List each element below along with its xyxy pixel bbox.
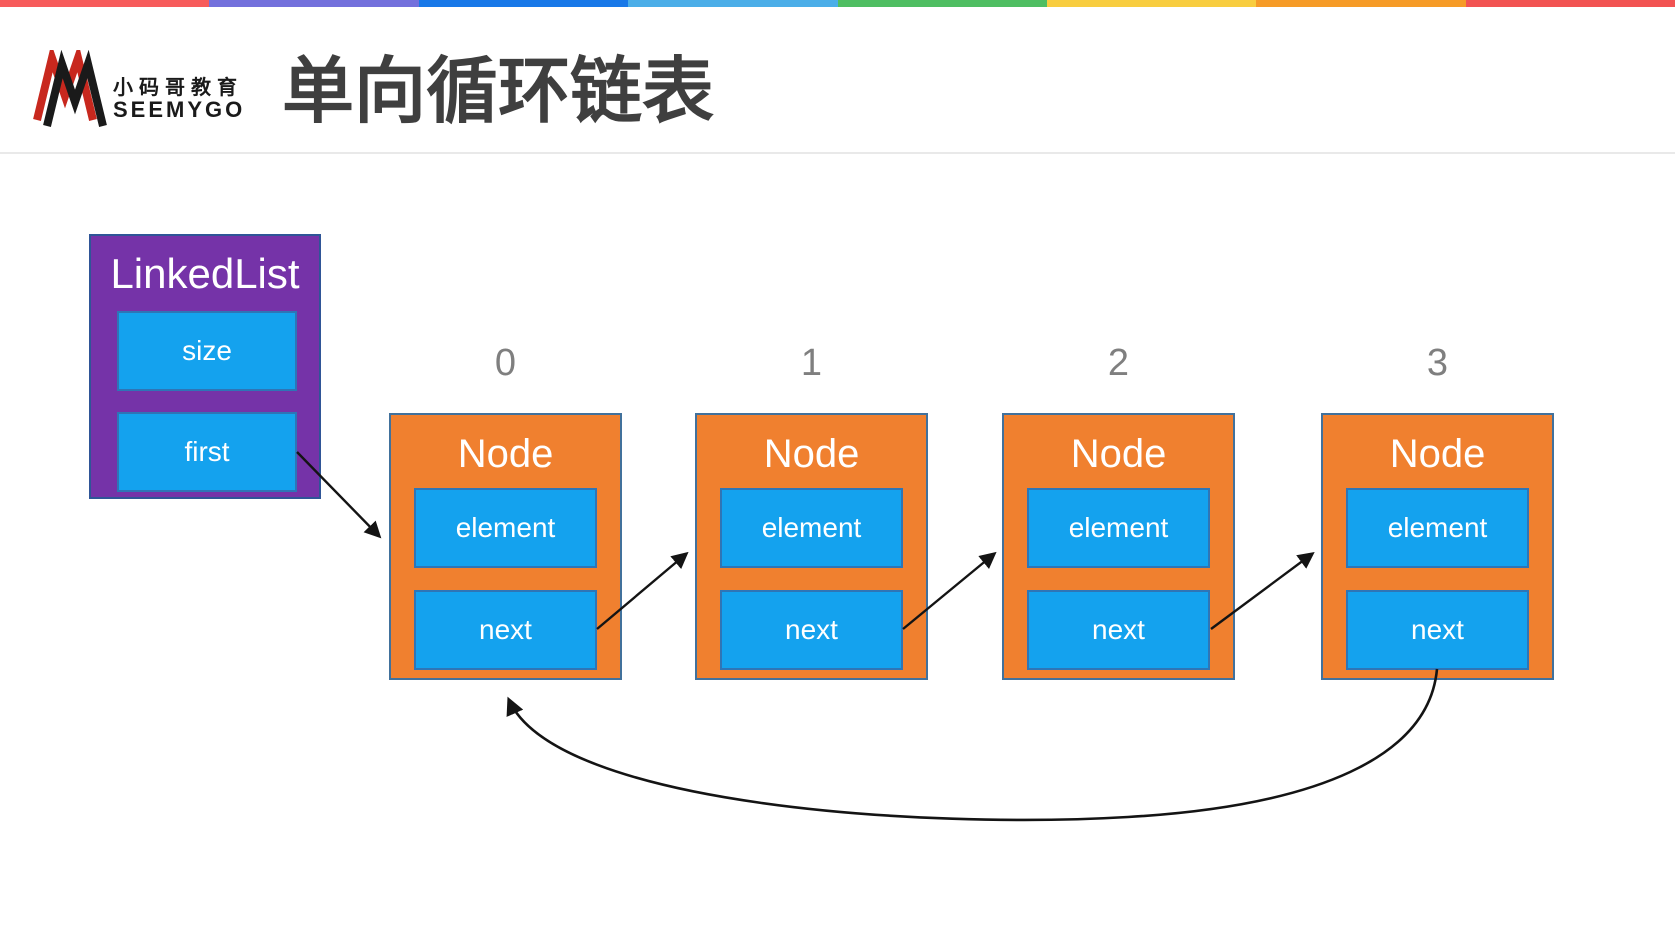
header-divider — [0, 152, 1675, 154]
first-field: first — [117, 412, 297, 492]
stripe-segment — [0, 0, 210, 7]
node-index-label-1: 1 — [800, 342, 823, 384]
node-title: Node — [457, 432, 554, 476]
stripe-segment — [1046, 0, 1257, 7]
stripe-segment — [1256, 0, 1466, 7]
next-field: next — [720, 590, 903, 670]
seemygo-m-logo-icon — [33, 50, 107, 127]
node-box-2: Node element next — [1002, 413, 1235, 680]
node-index-label-3: 3 — [1426, 342, 1449, 384]
stripe-segment — [628, 0, 838, 7]
top-rainbow-stripe — [0, 0, 1675, 7]
next-field: next — [1027, 590, 1210, 670]
logo-brand-en: SEEMYGO — [113, 97, 246, 122]
node-index-label-2: 2 — [1107, 342, 1130, 384]
element-field: element — [1027, 488, 1210, 568]
size-field: size — [117, 311, 297, 391]
next-field: next — [1346, 590, 1529, 670]
next-field: next — [414, 590, 597, 670]
page-title: 单向循环链表 — [282, 52, 715, 132]
node-title: Node — [1070, 432, 1167, 476]
stripe-segment — [209, 0, 419, 7]
logo-brand-cn: 小码哥教育 — [113, 77, 243, 99]
linkedlist-box: LinkedList size first — [89, 234, 321, 499]
stripe-segment — [418, 0, 629, 7]
element-field: element — [1346, 488, 1529, 568]
linkedlist-title: LinkedList — [110, 250, 300, 297]
node-title: Node — [1389, 432, 1486, 476]
node-box-0: Node element next — [389, 413, 622, 680]
node-box-3: Node element next — [1321, 413, 1554, 680]
stripe-segment — [1465, 0, 1675, 7]
node-box-1: Node element next — [695, 413, 928, 680]
element-field: element — [720, 488, 903, 568]
circular-arrow-node3-next-to-node0 — [506, 668, 1439, 822]
element-field: element — [414, 488, 597, 568]
stripe-segment — [837, 0, 1047, 7]
node-title: Node — [763, 432, 860, 476]
node-index-label-0: 0 — [494, 342, 517, 384]
